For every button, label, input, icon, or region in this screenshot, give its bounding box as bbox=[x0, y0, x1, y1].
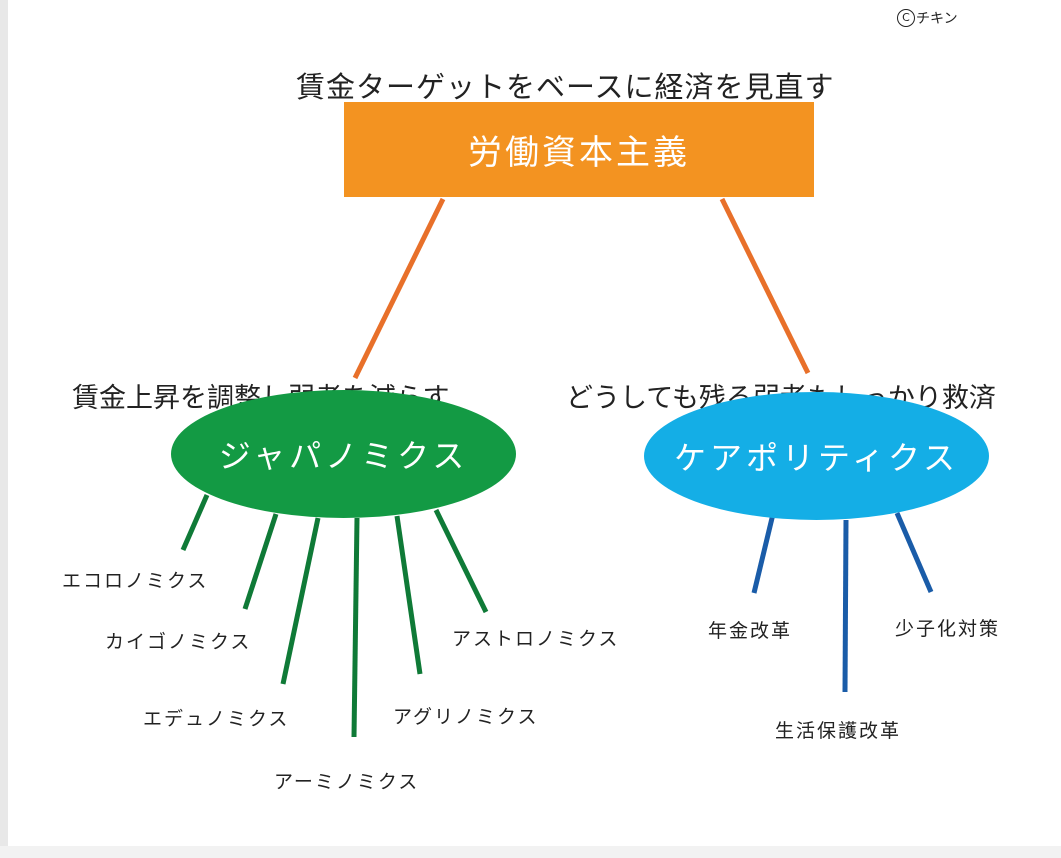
line-welfare-reform bbox=[842, 519, 849, 693]
japanomics-label: ジャパノミクス bbox=[218, 437, 469, 475]
line-birthrate-measures bbox=[894, 512, 934, 593]
line-edunomics bbox=[280, 517, 321, 685]
line-pension-reform bbox=[751, 513, 776, 594]
connector-main-to-japanomics bbox=[352, 197, 446, 380]
leaf-welfare-reform: 生活保護改革 bbox=[775, 720, 902, 742]
leaf-birthrate-measures: 少子化対策 bbox=[895, 618, 1001, 640]
main-node: 労働資本主義 bbox=[344, 102, 814, 197]
leaf-edunomics: エデュノミクス bbox=[143, 708, 290, 730]
credit-name: チキン bbox=[916, 11, 958, 27]
credit: C チキン bbox=[897, 8, 958, 28]
carepolitics-node: ケアポリティクス bbox=[644, 392, 989, 520]
copyright-icon: C bbox=[897, 9, 915, 27]
leaf-astronomics: アストロノミクス bbox=[452, 628, 620, 650]
line-ecolonomics bbox=[180, 494, 210, 551]
leaf-arminomics: アーミノミクス bbox=[274, 771, 420, 793]
subtitle: 賃金ターゲットをベースに経済を見直す bbox=[296, 70, 835, 104]
carepolitics-label: ケアポリティクス bbox=[673, 439, 960, 477]
leaf-kaigonomics: カイゴノミクス bbox=[105, 631, 252, 653]
leaf-pension-reform: 年金改革 bbox=[708, 620, 793, 642]
main-node-label: 労働資本主義 bbox=[468, 133, 690, 173]
line-kaigonomics bbox=[242, 513, 279, 610]
leaf-ecolonomics: エコロノミクス bbox=[62, 570, 209, 592]
connector-main-to-carepolitics bbox=[719, 197, 811, 375]
bottom-edge-strip bbox=[0, 846, 1061, 858]
japanomics-node: ジャパノミクス bbox=[171, 390, 516, 518]
line-arminomics bbox=[351, 517, 360, 738]
line-agrinomics bbox=[394, 515, 423, 675]
left-edge-strip bbox=[0, 0, 8, 858]
leaf-agrinomics: アグリノミクス bbox=[393, 706, 539, 728]
line-astronomics bbox=[433, 508, 489, 614]
